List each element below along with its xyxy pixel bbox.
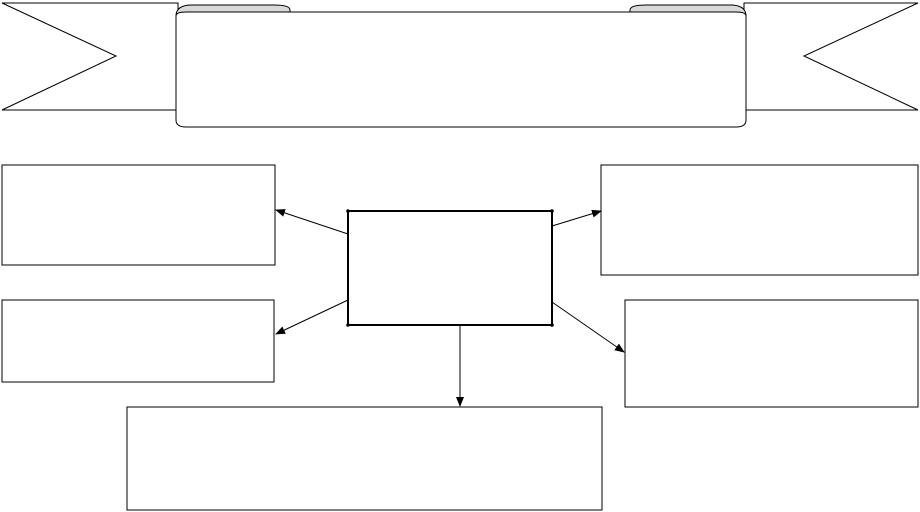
central-box-handle: [346, 209, 350, 213]
central-box: [347, 210, 553, 326]
arrow-to-top-right: [551, 209, 602, 227]
box-top-left: [1, 164, 276, 266]
central-box-handle: [346, 323, 350, 327]
arrow-to-middle-right: [551, 301, 625, 353]
box-top-right: [600, 164, 919, 276]
box-bottom: [126, 406, 603, 511]
box-middle-left: [1, 299, 275, 383]
banner-right-tail: [743, 2, 919, 111]
arrow-to-middle-left: [275, 299, 349, 335]
banner-panel: [175, 11, 747, 128]
central-box-handle: [550, 209, 554, 213]
arrow-to-top-left: [275, 209, 349, 235]
box-middle-right: [624, 299, 919, 408]
central-box-handle: [550, 323, 554, 327]
banner-left-tail: [1, 2, 179, 111]
